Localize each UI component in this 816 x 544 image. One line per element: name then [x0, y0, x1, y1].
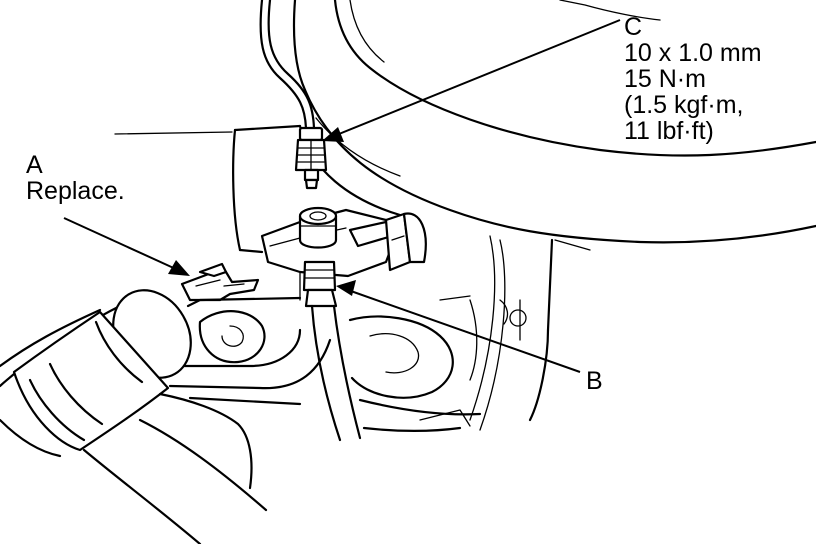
callout-a: A Replace. [26, 152, 125, 204]
callout-b: B [586, 368, 603, 394]
leader-line-a [63, 217, 190, 276]
callout-c-spec-line: 15 N·m [624, 65, 706, 93]
leader-line-b [336, 280, 581, 373]
callout-a-note: Replace. [26, 177, 125, 205]
callout-c: C 10 x 1.0 mm 15 N·m (1.5 kgf·m, 11 lbf·… [624, 14, 762, 144]
callout-c-letter: C [624, 13, 643, 41]
callout-a-letter: A [26, 151, 43, 179]
callout-c-spec-line: 11 lbf·ft) [624, 117, 714, 145]
leader-line-c [322, 19, 621, 142]
retaining-clip-a [180, 262, 260, 302]
brake-hose-b [302, 260, 362, 442]
drive-shaft [0, 289, 268, 544]
housing-outline [114, 124, 591, 431]
lower-suspension [168, 295, 509, 433]
brake-pipe [259, 0, 316, 130]
case-body [292, 0, 816, 244]
callout-c-spec-line: 10 x 1.0 mm [624, 39, 762, 67]
flare-nut-c [294, 126, 328, 190]
callout-c-spec-line: (1.5 kgf·m, [624, 91, 744, 119]
mounting-bracket [260, 206, 427, 301]
callout-b-letter: B [586, 367, 603, 395]
